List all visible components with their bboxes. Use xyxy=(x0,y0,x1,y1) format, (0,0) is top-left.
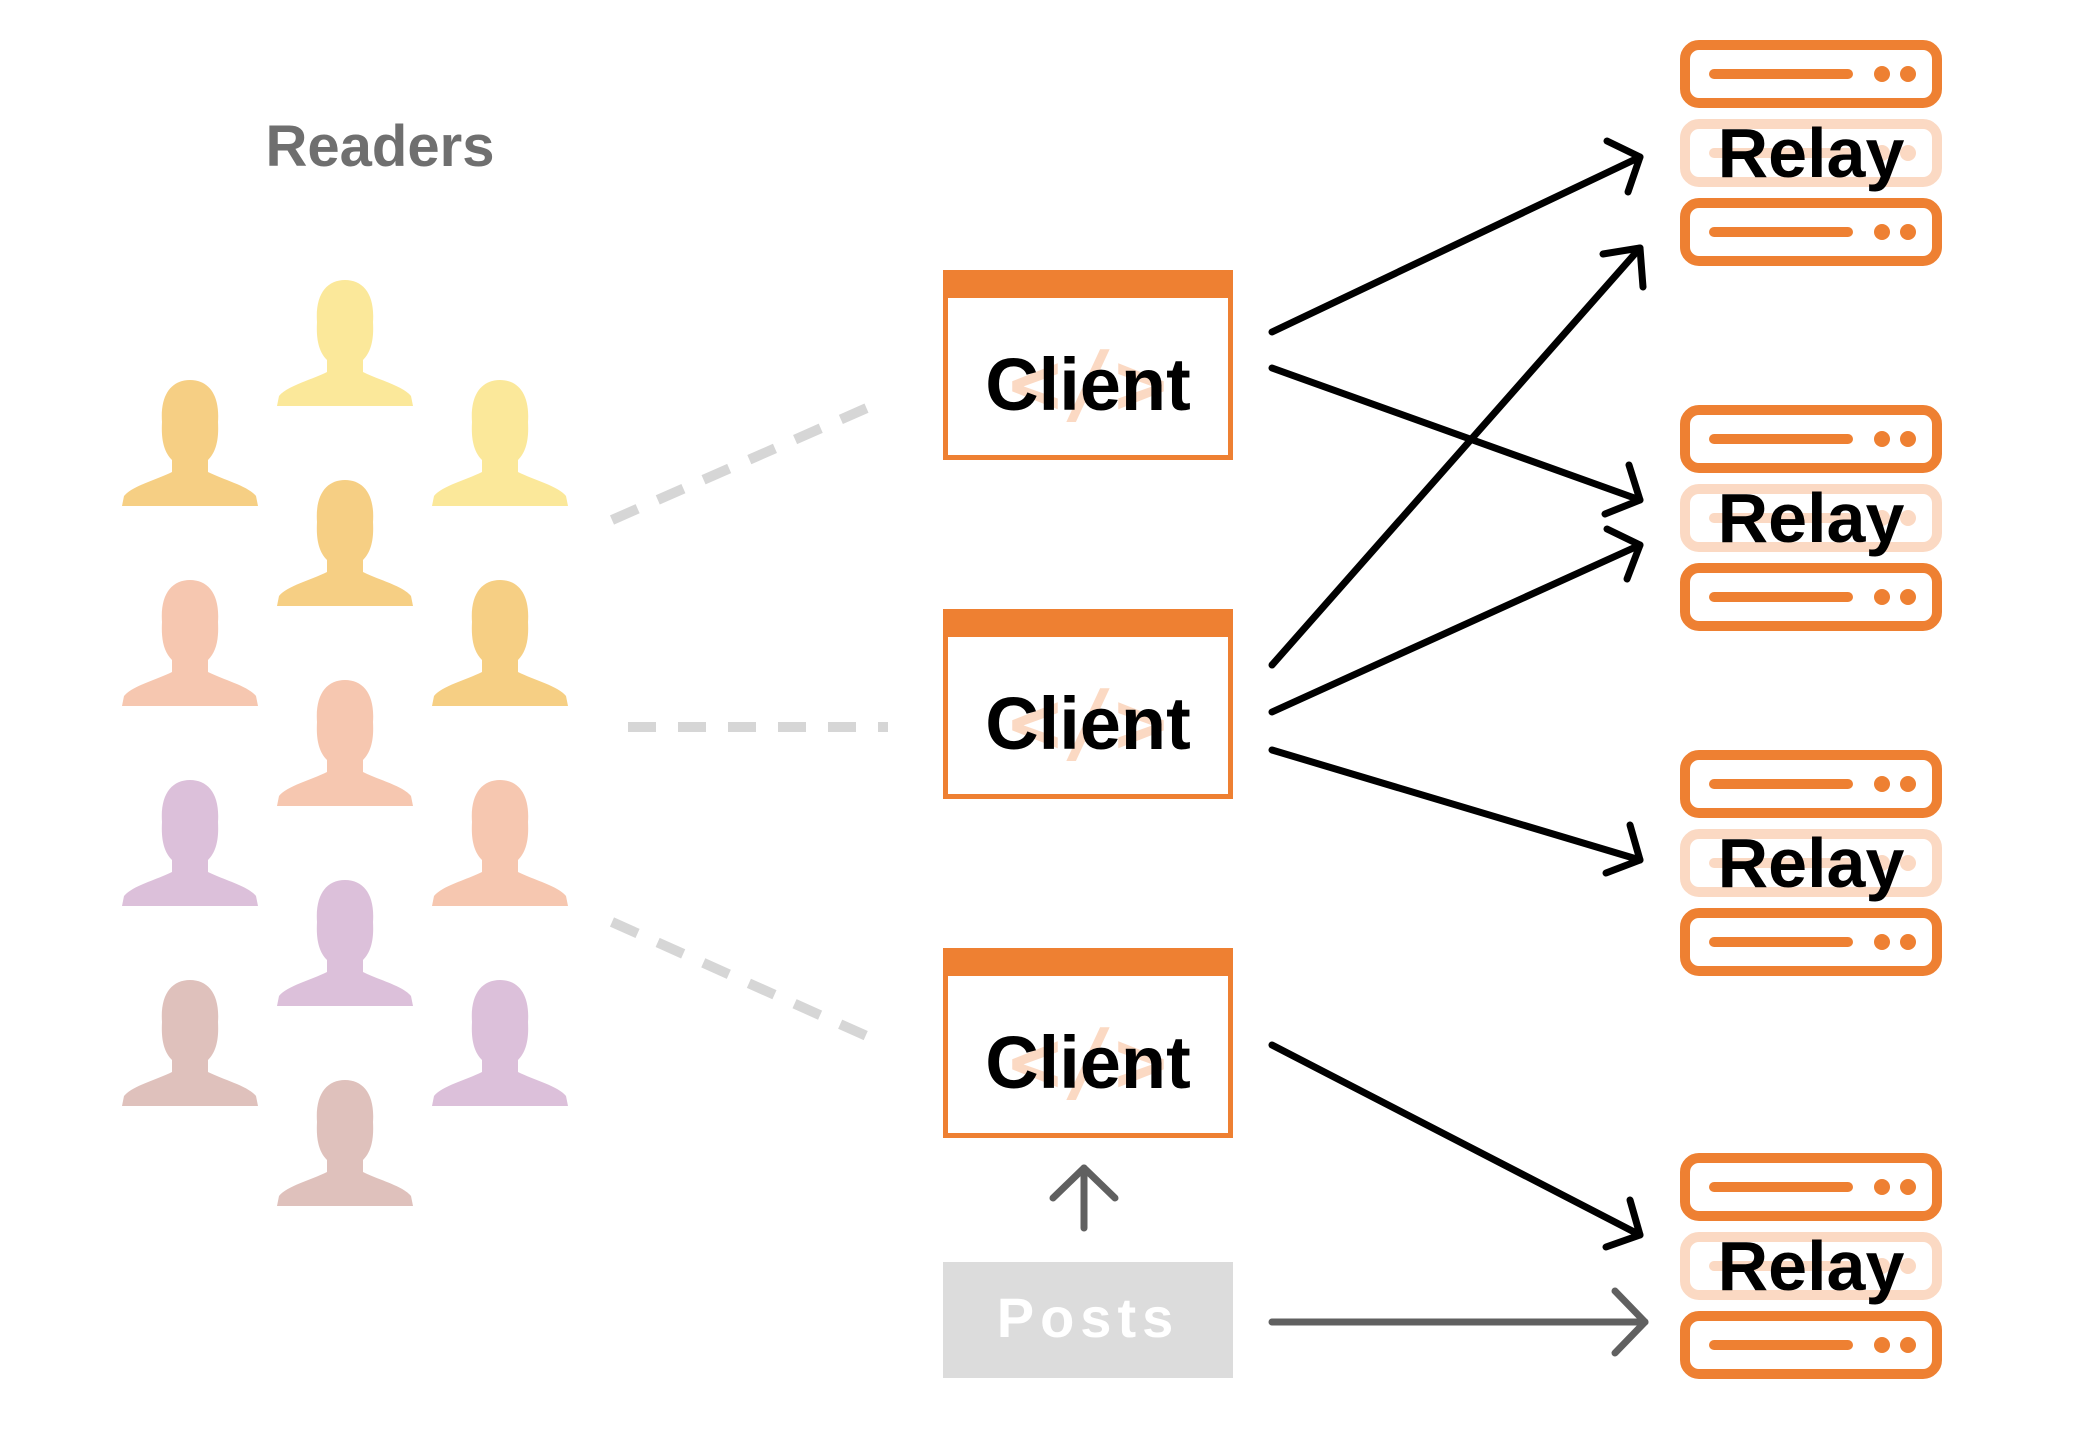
reader-icon xyxy=(122,780,258,906)
arrow-client1-relay2 xyxy=(1268,364,1644,518)
posts-box: Posts xyxy=(943,1262,1233,1378)
arrow-client2-relay2 xyxy=(1268,525,1644,716)
arrow-posts-to-relay xyxy=(1268,1287,1649,1357)
reader-icon xyxy=(432,980,568,1106)
reader-icon xyxy=(122,980,258,1106)
reader-icon xyxy=(277,880,413,1006)
reader-icon xyxy=(277,280,413,406)
reader-icon xyxy=(277,1080,413,1206)
client-label: Client xyxy=(985,1021,1191,1104)
dotted-connector-top xyxy=(609,395,888,525)
reader-icon xyxy=(122,380,258,506)
readers-title: Readers xyxy=(265,114,495,179)
reader-icon xyxy=(432,580,568,706)
relay-label-2: Relay xyxy=(1717,479,1905,557)
reader-icon xyxy=(122,580,258,706)
client-label: Client xyxy=(985,682,1191,765)
readers-crowd xyxy=(122,280,568,1206)
reader-icon xyxy=(432,780,568,906)
dotted-connector-bottom xyxy=(609,917,883,1047)
reader-icon xyxy=(432,380,568,506)
reader-icon xyxy=(277,480,413,606)
client-box-2: </> Client xyxy=(943,609,1233,799)
relay-label-4: Relay xyxy=(1717,1227,1905,1305)
client-box-3: </> Client xyxy=(943,948,1233,1138)
client-label: Client xyxy=(985,343,1191,426)
relay-label-1: Relay xyxy=(1717,114,1905,192)
arrow-client2-relay3 xyxy=(1268,746,1644,877)
arrow-client3-relay4 xyxy=(1268,1041,1644,1251)
client-relay-arrows xyxy=(1268,137,1647,1251)
reader-client-connectors xyxy=(609,395,888,1047)
reader-icon xyxy=(277,680,413,806)
client-box-1: </> Client xyxy=(943,270,1233,460)
code-window-icon: </> xyxy=(1008,671,1168,774)
posts-arrows xyxy=(1049,1164,1649,1357)
posts-label: Posts xyxy=(996,1286,1180,1349)
relay-label-3: Relay xyxy=(1717,824,1905,902)
arrow-client1-relay1 xyxy=(1268,137,1644,336)
arrow-posts-to-client xyxy=(1049,1164,1119,1232)
arrow-client2-relay1 xyxy=(1268,244,1647,669)
code-window-icon: </> xyxy=(1008,332,1168,435)
relay-stacks xyxy=(1685,45,1937,1374)
code-window-icon: </> xyxy=(1008,1010,1168,1113)
